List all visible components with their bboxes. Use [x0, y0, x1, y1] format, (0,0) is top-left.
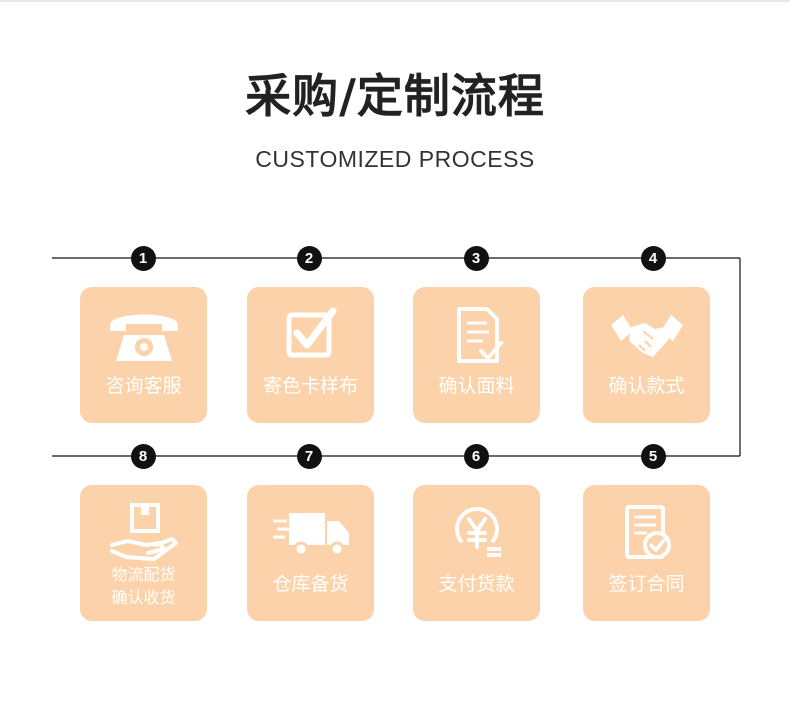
step-number-6: 6	[463, 443, 489, 469]
telephone-icon	[80, 305, 207, 367]
step-label: 寄色卡样布	[262, 375, 358, 397]
step-label: 确认面料	[438, 375, 515, 397]
step-card-confirm-style: 确认款式	[583, 287, 710, 423]
document-check-icon	[413, 305, 540, 367]
step-label: 签订合同	[608, 573, 685, 595]
step-card-logistics: 物流配货 确认收货	[80, 485, 207, 621]
step-number-8: 8	[130, 443, 156, 469]
top-divider	[0, 0, 790, 2]
delivery-truck-icon	[247, 503, 374, 565]
step-card-color-samples: 寄色卡样布	[247, 287, 374, 423]
step-number-3: 3	[463, 245, 489, 271]
step-number-7: 7	[296, 443, 322, 469]
step-card-confirm-fabric: 确认面料	[413, 287, 540, 423]
step-label: 支付货款	[438, 573, 515, 595]
step-card-warehouse: 仓库备货	[247, 485, 374, 621]
hand-box-icon	[80, 503, 207, 565]
step-label: 仓库备货	[272, 573, 349, 595]
handshake-icon	[583, 305, 710, 367]
page-subtitle: CUSTOMIZED PROCESS	[255, 146, 535, 172]
step-number-5: 5	[640, 443, 666, 469]
yuan-coin-icon	[413, 503, 540, 565]
step-number-1: 1	[130, 245, 156, 271]
step-label: 确认款式	[608, 375, 685, 397]
step-label-line2: 确认收货	[111, 588, 176, 607]
step-card-payment: 支付货款	[413, 485, 540, 621]
step-card-consult: 咨询客服	[80, 287, 207, 423]
step-label: 咨询客服	[105, 375, 182, 397]
step-card-sign-contract: 签订合同	[583, 485, 710, 621]
step-number-2: 2	[296, 245, 322, 271]
step-label-line1: 物流配货	[111, 565, 176, 584]
contract-icon	[583, 503, 710, 565]
step-label: 物流配货 确认收货	[80, 563, 207, 609]
step-number-4: 4	[640, 245, 666, 271]
page-title: 采购/定制流程	[245, 69, 545, 123]
checkbox-icon	[247, 305, 374, 367]
